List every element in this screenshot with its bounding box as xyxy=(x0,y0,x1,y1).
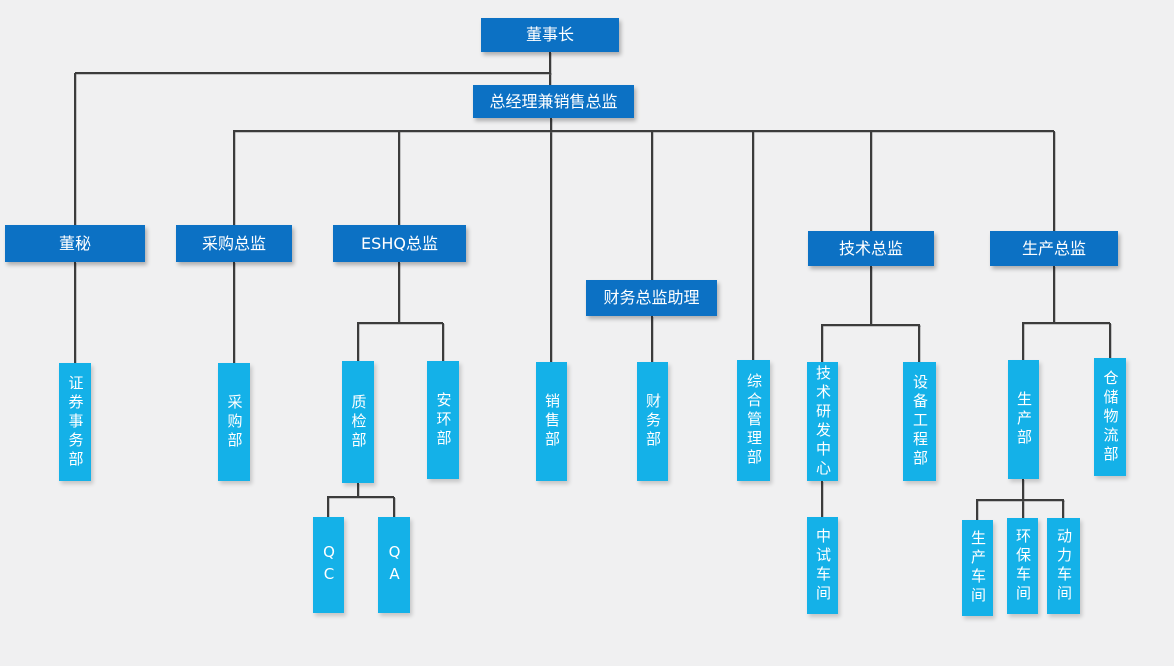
connector xyxy=(233,130,1054,132)
node-technology-director: 技术总监 xyxy=(808,231,934,266)
node-qc-label: QC xyxy=(320,543,338,587)
connector xyxy=(398,262,400,323)
node-power-workshop-label: 动力车间 xyxy=(1055,528,1073,604)
connector xyxy=(918,325,920,362)
connector xyxy=(870,131,872,231)
node-procurement-director: 采购总监 xyxy=(176,225,292,262)
node-general-management-dept-label: 综合管理部 xyxy=(745,373,763,468)
connector xyxy=(1053,266,1055,323)
node-general-manager: 总经理兼销售总监 xyxy=(473,85,634,118)
node-technology-director-label: 技术总监 xyxy=(838,238,903,258)
node-eshq-director: ESHQ总监 xyxy=(333,225,466,262)
connector xyxy=(327,497,329,517)
node-finance-director-assistant-label: 财务总监助理 xyxy=(603,288,700,307)
node-qa: QA xyxy=(378,517,410,613)
connector xyxy=(1053,131,1055,231)
connector xyxy=(357,483,359,497)
node-environmental-workshop-label: 环保车间 xyxy=(1014,528,1032,604)
node-sales-dept: 销售部 xyxy=(536,362,567,481)
node-procurement-director-label: 采购总监 xyxy=(201,233,266,253)
connector xyxy=(393,497,395,517)
node-sales-dept-label: 销售部 xyxy=(543,393,561,450)
node-eshq-director-label: ESHQ总监 xyxy=(361,233,438,253)
connector xyxy=(233,131,235,225)
node-securities-affairs-dept-label: 证券事务部 xyxy=(66,374,85,470)
node-procurement-dept: 采购部 xyxy=(218,363,250,481)
node-board-secretary-label: 董秘 xyxy=(58,233,91,253)
connector xyxy=(1022,322,1110,324)
node-pilot-workshop: 中试车间 xyxy=(807,517,838,614)
node-finance-dept-label: 财务部 xyxy=(644,393,662,450)
node-equipment-engineering-dept-label: 设备工程部 xyxy=(911,374,929,469)
connector xyxy=(357,323,359,361)
connector xyxy=(1109,323,1111,358)
connector xyxy=(821,325,823,362)
node-procurement-dept-label: 采购部 xyxy=(225,393,244,451)
connector xyxy=(651,131,653,280)
connector xyxy=(442,323,444,361)
node-production-director: 生产总监 xyxy=(990,231,1118,266)
node-production-workshop-label: 生产车间 xyxy=(969,530,987,606)
node-environmental-workshop: 环保车间 xyxy=(1007,518,1038,614)
connector xyxy=(870,266,872,325)
node-board-secretary: 董秘 xyxy=(5,225,145,262)
connector xyxy=(74,262,76,363)
connector xyxy=(1022,479,1024,518)
node-quality-inspection-dept: 质检部 xyxy=(342,361,374,483)
node-technology-rd-center-label: 技术研发中心 xyxy=(814,364,832,479)
connector xyxy=(550,118,552,362)
node-pilot-workshop-label: 中试车间 xyxy=(814,527,832,604)
node-warehouse-logistics-dept-label: 仓储物流部 xyxy=(1101,369,1120,465)
connector xyxy=(75,72,551,74)
connector xyxy=(398,131,400,225)
node-warehouse-logistics-dept: 仓储物流部 xyxy=(1094,358,1126,476)
connector xyxy=(821,324,920,326)
node-production-dept-label: 生产部 xyxy=(1015,391,1033,448)
node-general-management-dept: 综合管理部 xyxy=(737,360,770,481)
node-chairman: 董事长 xyxy=(481,18,619,52)
node-securities-affairs-dept: 证券事务部 xyxy=(59,363,91,481)
node-safety-environment-dept-label: 安环部 xyxy=(434,391,453,449)
node-finance-dept: 财务部 xyxy=(637,362,668,481)
connector xyxy=(549,52,551,85)
node-quality-inspection-dept-label: 质检部 xyxy=(349,393,368,451)
connector xyxy=(357,322,443,324)
connector xyxy=(651,316,653,362)
connector xyxy=(1062,500,1064,518)
connector xyxy=(752,131,754,360)
node-production-dept: 生产部 xyxy=(1008,360,1039,479)
node-production-workshop: 生产车间 xyxy=(962,520,993,616)
connector xyxy=(1022,323,1024,360)
node-safety-environment-dept: 安环部 xyxy=(427,361,459,479)
node-qc: QC xyxy=(313,517,344,613)
node-technology-rd-center: 技术研发中心 xyxy=(807,362,838,481)
node-power-workshop: 动力车间 xyxy=(1047,518,1080,614)
node-production-director-label: 生产总监 xyxy=(1021,238,1086,258)
node-equipment-engineering-dept: 设备工程部 xyxy=(903,362,936,481)
connector xyxy=(821,481,823,517)
connector xyxy=(327,496,394,498)
node-chairman-label: 董事长 xyxy=(525,25,574,44)
node-general-manager-label: 总经理兼销售总监 xyxy=(489,91,618,111)
connector xyxy=(976,500,978,520)
connector xyxy=(976,499,1064,501)
node-finance-director-assistant: 财务总监助理 xyxy=(586,280,717,316)
connector xyxy=(74,73,76,225)
connector xyxy=(233,262,235,363)
node-qa-label: QA xyxy=(385,543,404,587)
